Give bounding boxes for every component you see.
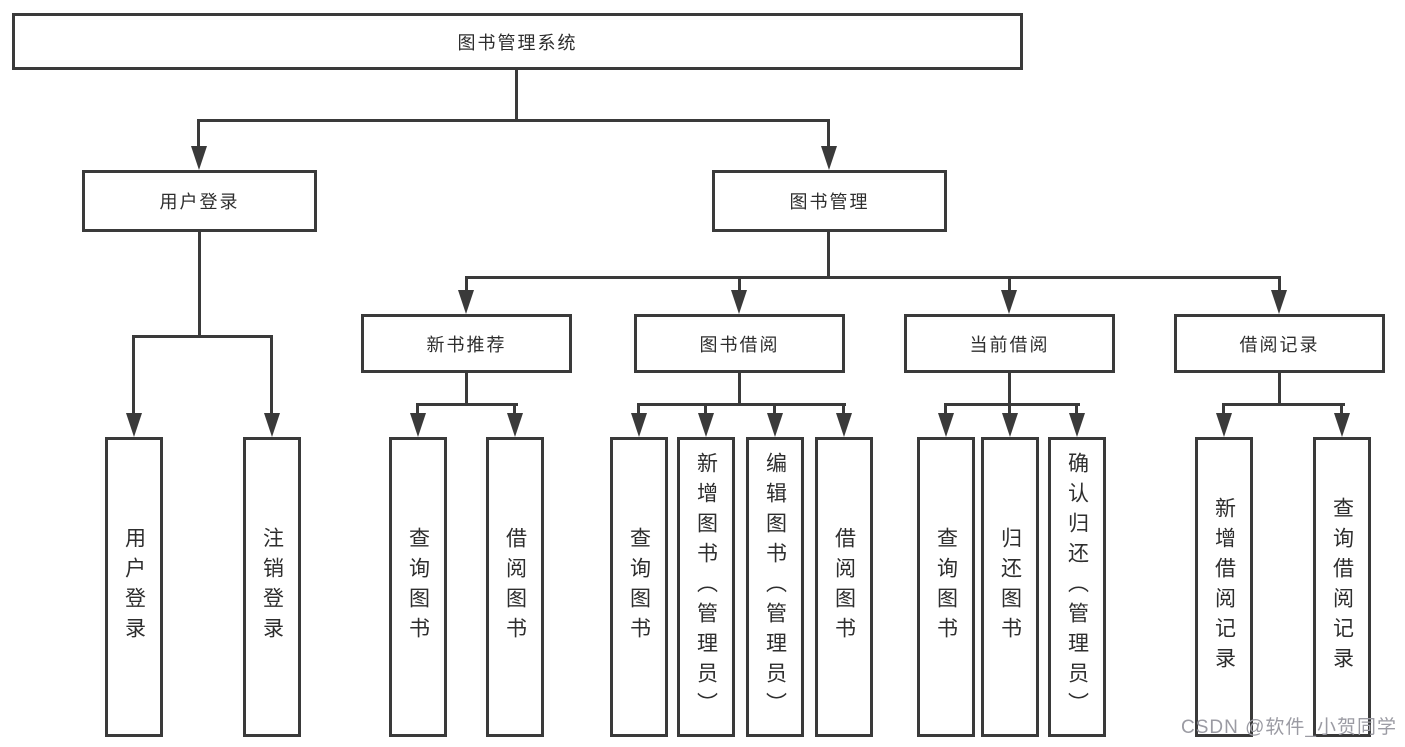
node-new-book-recommend: 新书推荐 — [361, 314, 572, 373]
connector-drop — [827, 119, 830, 151]
connector-drop — [704, 403, 707, 417]
connector-drop — [1340, 403, 1343, 417]
leaf-current-confirm-return-admin: 确认归还（管理员） — [1048, 437, 1106, 737]
arrowhead-down-icon — [410, 413, 426, 437]
arrowhead-down-icon — [938, 413, 954, 437]
connector-bar — [1222, 403, 1345, 406]
leaf-user-login: 用户登录 — [105, 437, 163, 737]
node-root-library-system: 图书管理系统 — [12, 13, 1023, 70]
arrowhead-down-icon — [507, 413, 523, 437]
arrowhead-down-icon — [731, 290, 747, 314]
connector-stem — [198, 231, 201, 337]
connector-drop — [132, 335, 135, 417]
connector-stem — [1008, 372, 1011, 406]
arrowhead-down-icon — [1216, 413, 1232, 437]
connector-bar — [416, 403, 518, 406]
arrowhead-down-icon — [1001, 290, 1017, 314]
connector-drop — [197, 119, 200, 151]
connector-drop — [944, 403, 947, 417]
connector-drop — [465, 276, 468, 296]
connector-bar — [944, 403, 1080, 406]
arrowhead-down-icon — [821, 146, 837, 170]
connector-stem — [827, 231, 830, 279]
connector-drop — [842, 403, 845, 417]
connector-drop — [1075, 403, 1078, 417]
connector-drop — [1278, 276, 1281, 296]
connector-drop — [1008, 276, 1011, 296]
connector-drop — [1222, 403, 1225, 417]
connector-drop — [637, 403, 640, 417]
arrowhead-down-icon — [1069, 413, 1085, 437]
arrowhead-down-icon — [1334, 413, 1350, 437]
connector-bar — [465, 276, 1281, 279]
leaf-current-return-book: 归还图书 — [981, 437, 1039, 737]
connector-stem — [465, 372, 468, 406]
leaf-borrow-borrow-book: 借阅图书 — [815, 437, 873, 737]
node-book-management: 图书管理 — [712, 170, 947, 232]
connector-drop — [270, 335, 273, 417]
connector-drop — [773, 403, 776, 417]
arrowhead-down-icon — [836, 413, 852, 437]
connector-drop — [416, 403, 419, 417]
leaf-recommend-query-book: 查询图书 — [389, 437, 447, 737]
leaf-records-query-record: 查询借阅记录 — [1313, 437, 1371, 737]
connector-drop — [1008, 403, 1011, 417]
node-book-borrow: 图书借阅 — [634, 314, 845, 373]
arrowhead-down-icon — [631, 413, 647, 437]
csdn-watermark: CSDN @软件_小贺同学 — [1181, 717, 1397, 738]
arrowhead-down-icon — [767, 413, 783, 437]
arrowhead-down-icon — [1002, 413, 1018, 437]
arrowhead-down-icon — [698, 413, 714, 437]
leaf-current-query-book: 查询图书 — [917, 437, 975, 737]
arrowhead-down-icon — [458, 290, 474, 314]
connector-bar — [197, 119, 830, 122]
leaf-borrow-add-book-admin: 新增图书（管理员） — [677, 437, 735, 737]
leaf-logout: 注销登录 — [243, 437, 301, 737]
connector-bar — [637, 403, 846, 406]
arrowhead-down-icon — [264, 413, 280, 437]
arrowhead-down-icon — [126, 413, 142, 437]
connector-stem — [1278, 372, 1281, 406]
connector-stem — [515, 70, 518, 120]
leaf-borrow-query-book: 查询图书 — [610, 437, 668, 737]
leaf-records-add-record: 新增借阅记录 — [1195, 437, 1253, 737]
leaf-borrow-edit-book-admin: 编辑图书（管理员） — [746, 437, 804, 737]
connector-bar — [132, 335, 273, 338]
node-current-borrow: 当前借阅 — [904, 314, 1115, 373]
node-user-login: 用户登录 — [82, 170, 317, 232]
connector-stem — [738, 372, 741, 406]
connector-drop — [738, 276, 741, 296]
connector-drop — [513, 403, 516, 417]
node-borrow-records: 借阅记录 — [1174, 314, 1385, 373]
arrowhead-down-icon — [191, 146, 207, 170]
arrowhead-down-icon — [1271, 290, 1287, 314]
leaf-recommend-borrow-book: 借阅图书 — [486, 437, 544, 737]
